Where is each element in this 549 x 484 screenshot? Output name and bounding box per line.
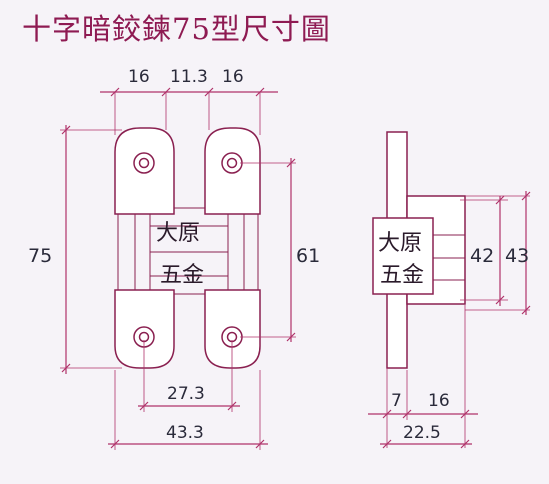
dim-label-43: 43	[505, 245, 529, 267]
dim-ticks-75	[61, 125, 71, 373]
screw-hole-inner	[138, 157, 150, 169]
watermark-front-line2: 五金	[160, 263, 204, 288]
dim-ticks-61	[286, 158, 296, 342]
leaf-bottom-left	[114, 289, 175, 369]
page-title: 十字暗鉸鍊75型尺寸圖	[22, 12, 331, 46]
screw-hole-inner	[226, 157, 238, 169]
leaf-bottom-right	[204, 289, 261, 369]
dim-label-43-3: 43.3	[166, 423, 204, 443]
screw-hole-top-left	[133, 152, 155, 174]
dim-ticks-27-3	[139, 401, 237, 411]
dim-ticks-43	[521, 191, 531, 315]
watermark-side-line2: 五金	[380, 263, 424, 288]
dim-label-top-mid: 11.3	[170, 67, 208, 87]
dim-ticks-7-16	[382, 409, 470, 419]
front-middle-plate	[117, 207, 259, 295]
dim-label-22-5: 22.5	[403, 423, 441, 443]
front-view: 大原 五金 16 11.3 16 75 61	[28, 67, 320, 450]
side-view: 大原 五金 42 43 7 16 22.5	[368, 131, 531, 449]
dim-ticks-42	[495, 195, 505, 305]
dim-label-16-side: 16	[428, 391, 450, 411]
leaf-top-right	[204, 127, 261, 215]
dim-label-top-left: 16	[128, 67, 150, 87]
side-window	[372, 217, 434, 295]
front-inner-arms	[134, 208, 245, 294]
dim-label-75: 75	[28, 245, 52, 267]
dim-label-7: 7	[391, 391, 402, 411]
dim-label-42: 42	[470, 245, 494, 267]
dim-label-27-3: 27.3	[167, 384, 205, 404]
dim-label-61: 61	[296, 245, 320, 267]
dim-ticks-top	[110, 87, 265, 97]
dim-ticks-22-5	[382, 439, 470, 449]
watermark-side-line1: 大原	[378, 231, 422, 256]
leaf-top-left	[114, 127, 175, 215]
dim-ticks-43-3	[110, 439, 265, 449]
watermark-front-line1: 大原	[156, 221, 200, 246]
dim-label-top-right: 16	[222, 67, 244, 87]
